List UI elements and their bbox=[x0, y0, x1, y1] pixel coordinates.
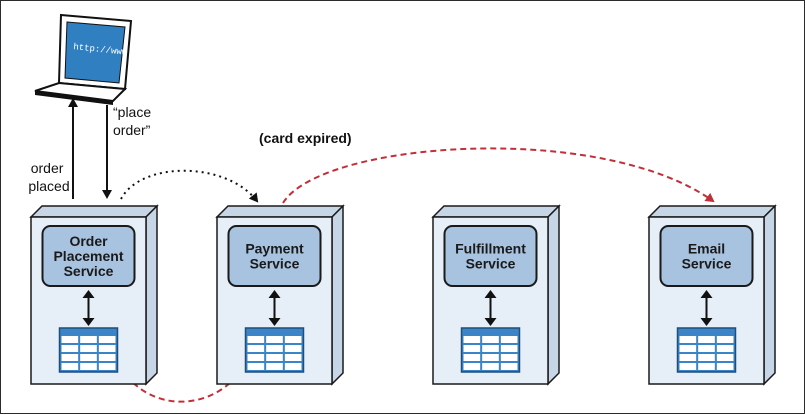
place-order-label: “place order” bbox=[113, 104, 155, 138]
service-pill bbox=[443, 225, 538, 287]
service-name-line: Order bbox=[69, 233, 108, 249]
database-table-icon bbox=[244, 327, 305, 373]
service-name-line: Service bbox=[682, 256, 732, 272]
service-name-line: Payment bbox=[245, 241, 304, 257]
card-expired-label: (card expired) bbox=[259, 130, 352, 146]
box-top-face bbox=[29, 205, 159, 218]
box-side-face bbox=[331, 204, 344, 386]
database-table-icon bbox=[676, 327, 737, 373]
service-name-line: Service bbox=[64, 263, 114, 279]
dotted-call-arrow bbox=[120, 169, 259, 203]
service-name-line: Placement bbox=[53, 248, 123, 264]
db-link-arrowhead bbox=[82, 318, 95, 326]
service-name-line: Email bbox=[688, 241, 725, 257]
db-link-arrowhead bbox=[82, 290, 95, 298]
box-top-face bbox=[215, 205, 345, 218]
service-pill bbox=[227, 225, 322, 287]
box-top-face bbox=[431, 205, 561, 218]
db-link-arrowhead bbox=[268, 318, 281, 326]
box-side-face bbox=[547, 204, 560, 386]
box-side-face bbox=[145, 204, 158, 386]
db-link-arrowhead bbox=[700, 290, 713, 298]
database-table-icon bbox=[460, 327, 521, 373]
db-link-arrowhead bbox=[484, 290, 497, 298]
service-name-line: Service bbox=[466, 256, 516, 272]
laptop-icon: http://www bbox=[34, 13, 133, 105]
service-pill bbox=[41, 225, 136, 287]
db-link-arrowhead bbox=[700, 318, 713, 326]
order-placed-label: order placed bbox=[28, 160, 69, 194]
card-expired-arrow bbox=[282, 147, 715, 204]
service-pill bbox=[659, 225, 754, 287]
service-name-line: Service bbox=[250, 256, 300, 272]
db-link-arrowhead bbox=[484, 318, 497, 326]
db-link-arrowhead bbox=[268, 290, 281, 298]
service-name-line: Fulfillment bbox=[455, 241, 526, 257]
box-side-face bbox=[763, 204, 776, 386]
database-table-icon bbox=[58, 327, 119, 373]
box-top-face bbox=[647, 205, 777, 218]
